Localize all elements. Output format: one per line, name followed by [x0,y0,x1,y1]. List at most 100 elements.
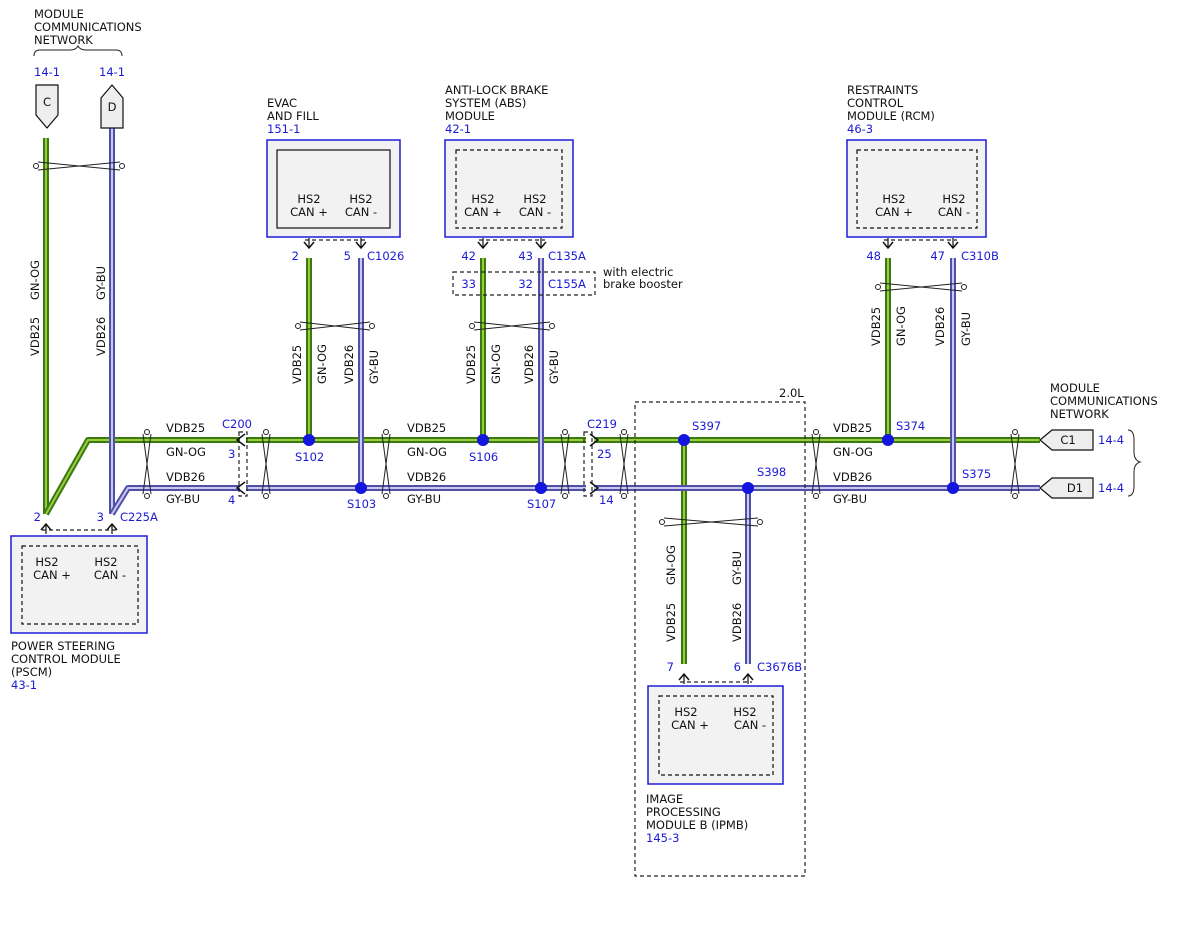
wire-label-gnog-left: GN-OG [166,445,206,459]
abs-label-2: SYSTEM (ABS) [445,96,526,110]
wire-label-gybu-left: GY-BU [166,492,200,506]
c200-label[interactable]: C200 [222,417,252,431]
connector-c-label: C [43,95,51,109]
rcm-pin-47: 47 [930,249,945,263]
ipmb-label-1: IMAGE [646,792,683,806]
splice-s106-label[interactable]: S106 [469,450,498,464]
rcm-pin-can-minus: CAN - [938,205,970,219]
network-top-label-3: NETWORK [34,33,93,47]
rcm-pin-hs2-minus: HS2 [942,192,965,206]
vlabel-rcm-vdb25: VDB25 [869,307,883,346]
twist-h-1-x [261,433,271,495]
connector-c-shape[interactable] [35,84,59,129]
ipmb-connector[interactable]: C3676B [757,660,802,674]
abs-pin-can-minus: CAN - [519,205,551,219]
twist-ipmb-r [757,519,763,525]
splice-dot-0 [303,434,315,446]
vlabel-left-vdb25: VDB25 [28,317,42,356]
pscm-pin-3: 3 [97,510,104,524]
wire-label-vdb25-right: VDB25 [833,421,872,435]
twist-h-5-x [811,433,821,495]
twist-left-top-r [119,163,125,169]
vlabel-abs-gybu: GY-BU [547,350,561,384]
rcm-inner [856,149,978,229]
rcm-pin-hs2-plus: HS2 [882,192,905,206]
pscm-connector[interactable]: C225A [120,510,158,524]
c219-pin-25: 25 [597,447,612,461]
abs-alt-connector[interactable]: C155A [548,277,586,291]
splice-dot-6 [882,434,894,446]
rcm-ref[interactable]: 46-3 [847,122,873,136]
twist-h-4-b [621,493,627,499]
twist-ipmb-x [663,517,759,527]
connector-d1-shape[interactable] [1039,477,1094,499]
twist-evac-r [369,323,375,329]
evac-module[interactable]: EVAC AND FILL 151-1 HS2 CAN + HS2 CAN - … [266,96,404,263]
wire-label-gnog-right: GN-OG [833,445,873,459]
vlabel-abs-vdb26: VDB26 [522,345,536,384]
evac-label-2: AND FILL [267,109,319,123]
network-right-brace [1127,429,1142,497]
ipmb-inner [658,695,774,776]
connector-d-ref[interactable]: 14-1 [99,65,125,79]
wire-label-gnog-mid: GN-OG [407,445,447,459]
vlabel-left-vdb26: VDB26 [94,317,108,356]
ipmb-pin-7: 7 [667,660,674,674]
connector-c1-ref[interactable]: 14-4 [1098,433,1124,447]
abs-note-2: brake booster [603,277,683,291]
evac-ref[interactable]: 151-1 [267,122,300,136]
connector-c219[interactable]: C219 25 14 [583,417,617,507]
connector-d-shape[interactable] [100,84,124,129]
connector-c1-shape[interactable] [1039,429,1094,451]
abs-alt-pin-33: 33 [461,277,476,291]
splice-s375-label[interactable]: S375 [962,467,991,481]
evac-pin-2: 2 [292,249,299,263]
vlabel-left-gnog: GN-OG [28,260,42,300]
splice-s107-label[interactable]: S107 [527,497,556,511]
splice-s102-label[interactable]: S102 [295,450,324,464]
connector-d1-ref[interactable]: 14-4 [1098,481,1124,495]
c219-dash-box [583,431,593,497]
abs-ref[interactable]: 42-1 [445,122,471,136]
connector-c-ref[interactable]: 14-1 [34,65,60,79]
abs-connector[interactable]: C135A [548,249,586,263]
evac-connector[interactable]: C1026 [367,249,404,263]
vlabel-abs-gnog: GN-OG [489,344,503,384]
c200-pin-4: 4 [228,493,235,507]
pscm-module[interactable]: 2 3 C225A HS2 CAN + HS2 CAN - POWER STEE… [10,510,158,692]
vlabel-abs-vdb25: VDB25 [464,345,478,384]
c219-pin-14: 14 [599,493,614,507]
splice-s374-label[interactable]: S374 [896,419,925,433]
splice-s398-label[interactable]: S398 [757,465,786,479]
twist-ipmb-l [659,519,665,525]
network-right-label-1: MODULE [1050,381,1100,395]
connector-c200[interactable]: C200 3 4 [222,417,252,507]
splice-dot-2 [477,434,489,446]
abs-inner [455,149,563,229]
twist-rcm-x [879,282,963,292]
splice-s397-label[interactable]: S397 [692,419,721,433]
ipmb-module[interactable]: 2.0L 7 6 C3676B HS2 CAN + HS2 CAN - IMAG… [634,386,806,877]
ipmb-ref[interactable]: 145-3 [646,831,679,845]
pscm-ref[interactable]: 43-1 [11,678,37,692]
abs-pin-hs2-plus: HS2 [471,192,494,206]
decor-layer [33,161,1020,684]
vlabel-rcm-vdb26: VDB26 [933,307,947,346]
vlabel-ipmb-gnog: GN-OG [664,545,678,585]
c219-label[interactable]: C219 [587,417,617,431]
ipmb-pin-hs2-minus: HS2 [733,705,756,719]
splice-s103-label[interactable]: S103 [347,497,376,511]
connector-d1-label: D1 [1067,481,1083,495]
c219-arrow-bottom [589,481,600,495]
abs-module[interactable]: ANTI-LOCK BRAKE SYSTEM (ABS) MODULE 42-1… [444,83,683,296]
ipmb-pin-can-minus: CAN - [734,718,766,732]
rcm-connector[interactable]: C310B [961,249,999,263]
c200-dash-box [238,431,248,497]
wire-labels-horizontal: VDB25 GN-OG VDB26 GY-BU VDB25 GN-OG VDB2… [166,421,873,506]
rcm-label-2: CONTROL [847,96,904,110]
rcm-module[interactable]: RESTRAINTS CONTROL MODULE (RCM) 46-3 HS2… [846,83,999,263]
wire-layer [43,128,1040,664]
vlabel-evac-vdb25: VDB25 [290,345,304,384]
twist-rcm-r [961,284,967,290]
